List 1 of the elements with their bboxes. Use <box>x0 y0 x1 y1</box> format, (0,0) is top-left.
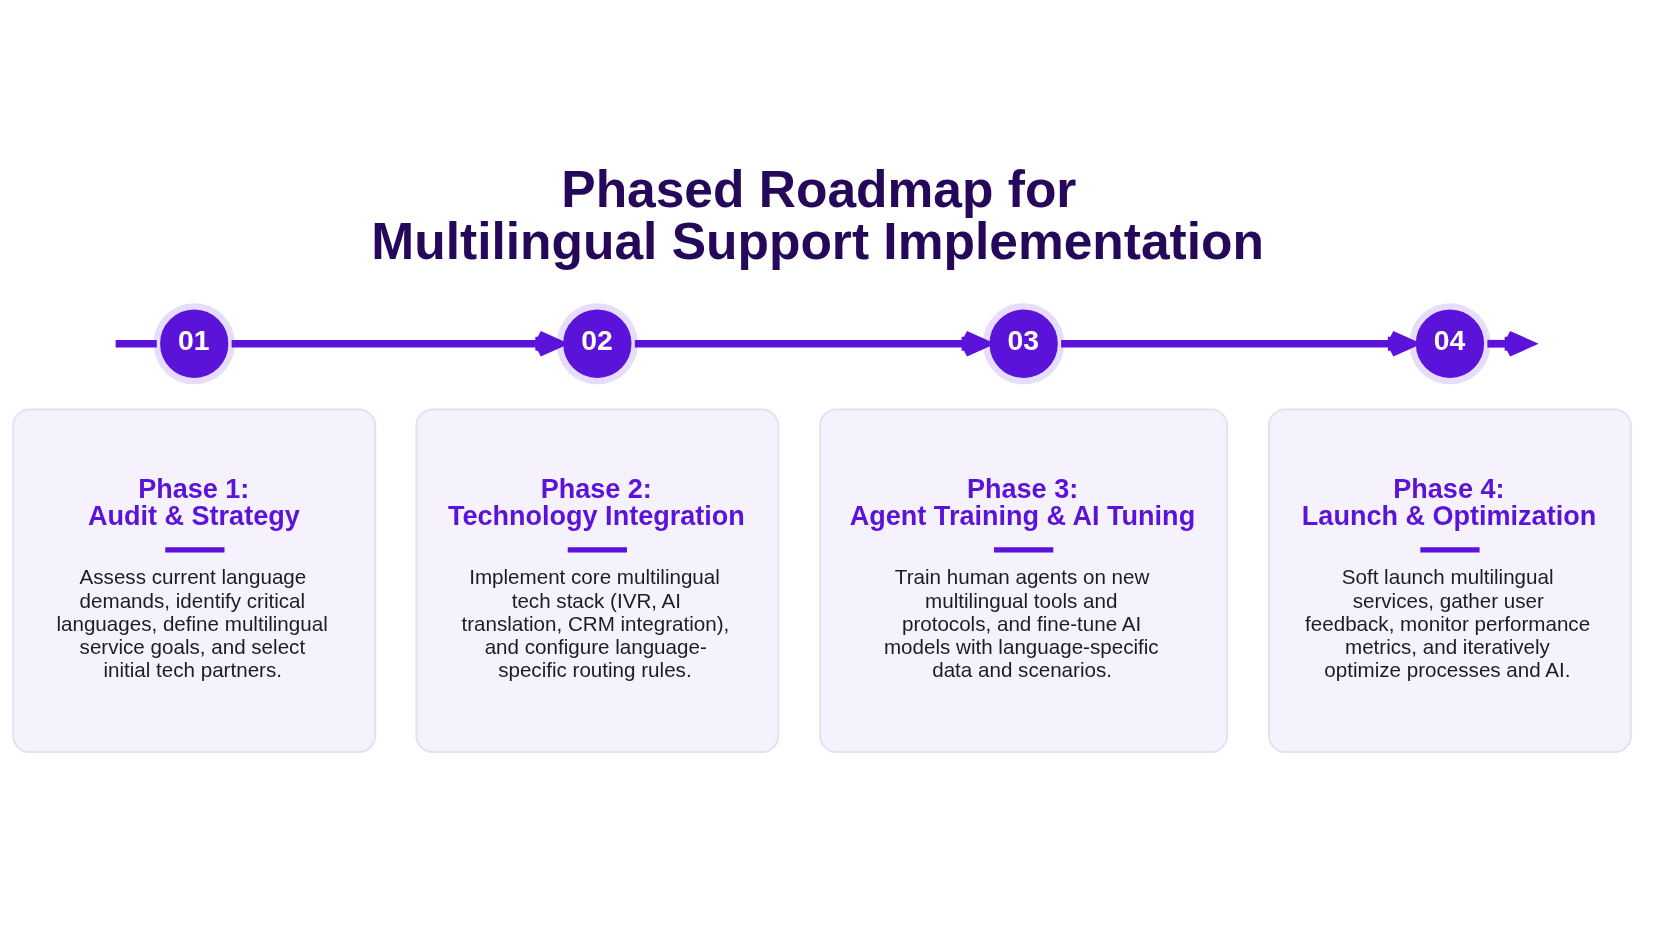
diagram-title: Phased Roadmap for Multilingual Support Implementation <box>371 159 1264 270</box>
